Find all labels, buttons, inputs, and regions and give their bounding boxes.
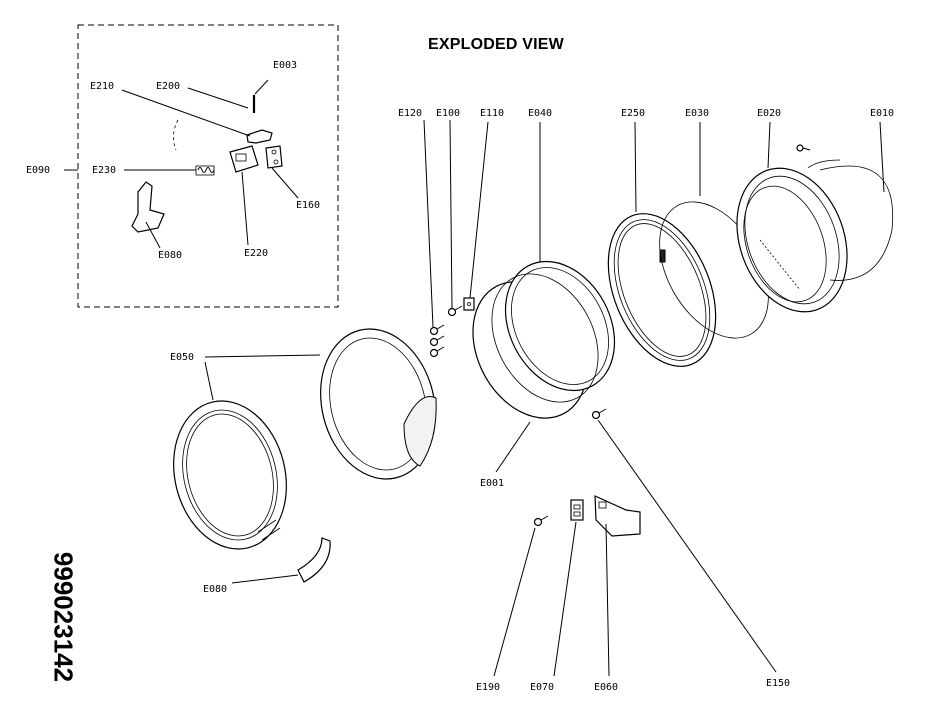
leader-e110 [469,121,489,299]
part-e250-seal-ring [607,213,717,367]
subassembly-box [77,24,339,308]
leader-e190 [493,527,536,677]
label-e210: E210 [90,81,114,92]
part-e150-screw [591,408,607,420]
label-e003: E003 [273,60,297,71]
label-e080-top: E080 [158,250,182,261]
label-e220: E220 [244,248,268,259]
part-e100-screw [447,305,463,317]
label-e110: E110 [480,108,504,119]
part-e001-e040-glass-bowl [472,260,616,419]
leader-e100 [449,119,453,309]
label-e030: E030 [685,108,709,119]
arc-hint [173,119,179,151]
part-e160-clip [265,145,283,169]
label-e060: E060 [594,682,618,693]
label-e150: E150 [766,678,790,689]
part-e230-spring [195,165,215,176]
part-e050-front-ring [173,400,287,550]
leader-e160 [271,167,299,199]
label-e160: E160 [296,200,320,211]
leader-e080-top [145,221,161,249]
part-e050-window-frame [320,328,437,480]
leader-e060 [605,523,610,677]
leader-e020 [767,121,771,169]
leader-e210 [121,89,251,137]
part-e020-door-frame [736,167,848,313]
part-e070-hinge [570,499,584,521]
label-e100: E100 [436,108,460,119]
leader-e150 [597,419,777,673]
label-e200: E200 [156,81,180,92]
leader-e070 [553,521,577,677]
diagram-title: EXPLODED VIEW [428,36,564,53]
part-e080-handle-top [131,181,165,233]
leader-e220 [241,171,249,246]
leader-e050-b [204,354,321,358]
label-e020: E020 [757,108,781,119]
part-e190-screw [533,515,549,527]
label-e230: E230 [92,165,116,176]
leader-e200 [187,87,249,109]
part-small-screw-e020 [796,144,811,152]
part-e210-lever [246,129,273,144]
label-e001: E001 [480,478,504,489]
leader-e080-bottom [231,574,299,584]
leader-e010 [879,121,885,193]
part-e060-lock [594,495,641,537]
part-e010-outer-ring [807,159,894,281]
part-e110-bracket [463,297,475,311]
label-e190: E190 [476,682,500,693]
label-e120: E120 [398,108,422,119]
leader-e120 [423,119,434,328]
part-e080-handle-bottom [297,537,331,583]
label-e070: E070 [530,682,554,693]
label-e250: E250 [621,108,645,119]
label-e010: E010 [870,108,894,119]
leader-e001 [495,421,531,473]
label-e080-bottom: E080 [203,584,227,595]
leader-e250 [634,121,637,213]
part-e120-screws [429,324,445,358]
part-e220-latch [229,145,259,173]
label-e090: E090 [26,165,50,176]
leader-e050-a [204,361,214,401]
leader-e003 [254,79,269,95]
label-e050: E050 [170,352,194,363]
label-e040: E040 [528,108,552,119]
